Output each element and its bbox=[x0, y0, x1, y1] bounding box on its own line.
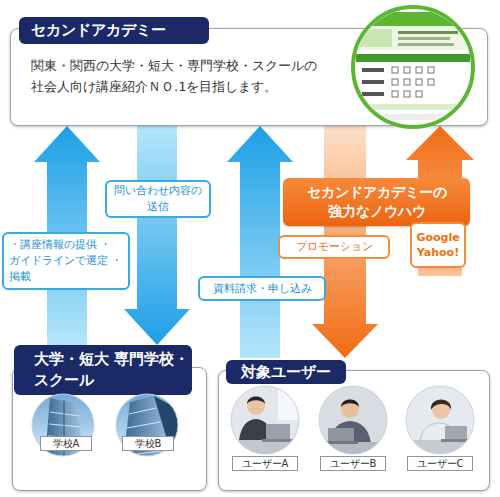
arrow-label: ・講座情報の提供 ・ガイドラインで選定 ・掲載 bbox=[2, 232, 130, 290]
website-screenshot bbox=[353, 12, 473, 120]
arrow-label: 問い合わせ内容の 送信 bbox=[105, 180, 211, 218]
website-screenshot bbox=[416, 79, 422, 85]
website-screenshot bbox=[362, 80, 384, 84]
website-screenshot bbox=[416, 91, 422, 97]
website-screenshot bbox=[398, 37, 450, 40]
website-screenshot bbox=[404, 67, 410, 73]
website-screenshot bbox=[356, 54, 470, 62]
website-screenshot bbox=[353, 12, 473, 26]
block-arrow bbox=[124, 126, 190, 345]
user-photo bbox=[247, 397, 265, 405]
user-photo bbox=[262, 439, 294, 442]
website-screenshot bbox=[398, 43, 454, 46]
website-screenshot bbox=[392, 91, 398, 97]
website-screenshot bbox=[428, 67, 434, 73]
user-photo bbox=[319, 386, 387, 454]
user-photo bbox=[341, 400, 359, 408]
website-screenshot bbox=[404, 79, 410, 85]
arrow-label: 資料請求・申し込み bbox=[198, 276, 326, 301]
website-screenshot bbox=[392, 67, 398, 73]
user-photo bbox=[247, 397, 265, 415]
website-screenshot bbox=[398, 31, 458, 34]
user-photo bbox=[231, 386, 299, 454]
knowhow-box: セカンドアカデミーの 強力なノウハウ bbox=[283, 178, 470, 226]
user-photo bbox=[406, 386, 474, 454]
user-photo bbox=[319, 386, 387, 454]
user-photo bbox=[431, 400, 451, 411]
school-photo bbox=[116, 394, 178, 456]
photo-caption: ユーザーB bbox=[320, 456, 386, 471]
photo-caption: 学校B bbox=[122, 436, 174, 451]
website-screenshot bbox=[404, 91, 410, 97]
user-photo bbox=[328, 428, 354, 442]
group-heading: 大学・短大 専門学校・スクール bbox=[14, 345, 192, 395]
user-photo bbox=[445, 426, 467, 440]
school-photo bbox=[127, 422, 160, 428]
website-screenshot bbox=[353, 26, 473, 50]
school-photo bbox=[49, 424, 81, 427]
arrow-label: Google Yahoo! bbox=[410, 222, 466, 268]
website-screenshot bbox=[353, 7, 473, 127]
website-screenshot bbox=[392, 79, 398, 85]
website-screenshot bbox=[353, 7, 473, 127]
photo-caption: ユーザーA bbox=[232, 456, 298, 471]
website-screenshot bbox=[416, 67, 422, 73]
user-photo bbox=[266, 424, 290, 440]
arrow-label: プロモーション bbox=[278, 235, 390, 259]
website-screenshot bbox=[362, 92, 384, 96]
body-text: 関東・関西の大学・短大・専門学校・スクールの 社会人向け講座紹介ＮＯ.1を目指し… bbox=[31, 55, 361, 97]
group-heading: 対象ユーザー bbox=[226, 360, 346, 384]
school-photo bbox=[50, 412, 80, 416]
photo-caption: 学校A bbox=[40, 436, 92, 451]
website-screenshot bbox=[356, 104, 470, 110]
website-screenshot bbox=[428, 79, 434, 85]
school-photo bbox=[32, 394, 94, 456]
user-photo bbox=[341, 400, 359, 418]
website-screenshot bbox=[360, 29, 392, 47]
website-screenshot bbox=[362, 68, 384, 72]
school-photo bbox=[129, 408, 156, 414]
photo-caption: ユーザーC bbox=[407, 456, 473, 471]
title-tab: セカンドアカデミー bbox=[19, 17, 209, 44]
box-text: セカンドアカデミーの 強力なノウハウ bbox=[283, 183, 470, 221]
